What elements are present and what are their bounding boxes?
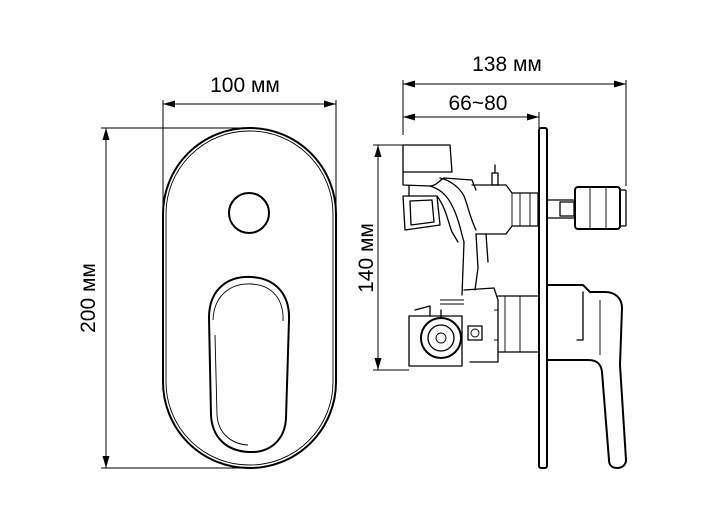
front-lever-handle	[208, 275, 291, 454]
side-total-depth-dimension: 138 мм	[402, 53, 627, 186]
front-height-dimension: 200 мм	[77, 127, 250, 469]
front-view	[162, 127, 337, 469]
front-width-label: 100 мм	[210, 74, 280, 97]
front-height-label: 200 мм	[77, 263, 100, 333]
valve-body	[402, 144, 540, 367]
side-install-depth-label: 66~80	[449, 92, 508, 115]
side-total-depth-label: 138 мм	[472, 53, 542, 76]
side-body-height-dimension: 140 мм	[355, 144, 409, 371]
side-body-height-label: 140 мм	[355, 223, 378, 293]
side-install-depth-dimension: 66~80	[403, 92, 540, 128]
front-cover-plate	[162, 127, 337, 469]
front-width-dimension: 100 мм	[162, 74, 337, 215]
side-cover-plate	[538, 127, 548, 469]
side-view: 138 мм 66~80 140 мм	[355, 53, 627, 469]
front-lever-handle-inner	[212, 283, 284, 322]
front-lever-shadow	[214, 334, 249, 446]
side-lever-handle	[547, 284, 627, 469]
front-cover-plate-inner	[165, 130, 334, 466]
side-diverter-knob	[546, 186, 627, 230]
diverter-knob	[228, 192, 270, 234]
